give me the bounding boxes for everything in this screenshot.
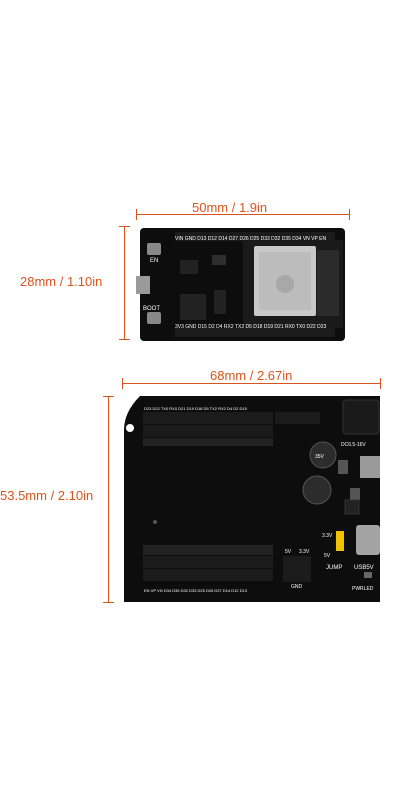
top-height-label: 28mm / 1.10in [20, 274, 103, 289]
en-label: EN [150, 258, 158, 264]
top-height-line [124, 226, 125, 340]
bottom-height-label: 53.5mm / 2.10in [0, 488, 94, 503]
bottom-height-line [108, 396, 109, 603]
boot-button [147, 312, 161, 324]
v5-label: 5V [324, 553, 331, 559]
mounting-hole [126, 424, 134, 432]
bottom-width-tick-right [380, 378, 381, 389]
micro-usb-port [136, 276, 150, 294]
top-height-tick-bottom [119, 339, 130, 340]
bottom-width-tick-left [122, 378, 123, 389]
jumper [336, 531, 344, 551]
usb-c-port [356, 525, 380, 555]
power-led [364, 572, 372, 578]
power-jack-label: DC6.5-16V [341, 442, 366, 448]
bottom-header-labels: EN VP VN D34 D35 D32 D33 D25 D26 D27 D14… [144, 588, 248, 593]
boot-label: BOOT [143, 306, 160, 312]
wifi-module [243, 240, 343, 328]
gnd-label: GND [291, 584, 303, 590]
top-width-label: 50mm / 1.9in [192, 200, 268, 215]
micro-usb-port [360, 456, 380, 478]
esp32-top-pin-row [175, 232, 335, 241]
v33-label: 3.3V [322, 533, 333, 539]
pwr-led-label: PWRLED [352, 586, 374, 592]
bottom-height-tick-bottom [103, 602, 114, 603]
esp32-top-pin-labels: VIN GND D13 D12 D14 D27 D26 D25 D33 D32 … [175, 236, 326, 242]
shield-top-header [143, 412, 320, 446]
bottom-height-tick-top [103, 396, 114, 397]
top-width-line [136, 214, 350, 215]
usb-label: USB5V [354, 565, 374, 571]
bottom-width-label: 68mm / 2.67in [210, 368, 293, 383]
top-width-tick-left [136, 209, 137, 220]
jumper-label: JUMP [326, 565, 342, 571]
shield-bottom-header [143, 545, 311, 582]
esp32-board: VIN GND D13 D12 D14 D27 D26 D25 D33 D32 … [136, 228, 345, 341]
3v3-label: 3.3V [299, 549, 310, 555]
top-width-tick-right [349, 209, 350, 220]
top-header-labels: D23 D22 TX0 RX0 D21 D19 D18 D5 TX2 RX2 D… [144, 406, 248, 411]
usb-uart-chip [180, 294, 206, 320]
5v-label: 5V [285, 549, 292, 555]
dc-power-jack [342, 399, 380, 435]
capacitor-label: 35V [315, 454, 325, 460]
capacitor [309, 441, 337, 469]
esp32-bottom-pin-row [175, 328, 335, 337]
esp32-bottom-pin-labels: 3V3 GND D15 D2 D4 RX2 TX2 D5 D18 D19 D21… [175, 324, 326, 330]
top-height-tick-top [119, 226, 130, 227]
en-button [147, 243, 161, 255]
shield-board: DC6.5-16V 35V JUMP USB5V PWRLED 3.3V 5V … [124, 396, 380, 602]
bottom-width-line [122, 383, 381, 384]
regulator-chip [180, 260, 198, 274]
capacitor [302, 475, 332, 505]
